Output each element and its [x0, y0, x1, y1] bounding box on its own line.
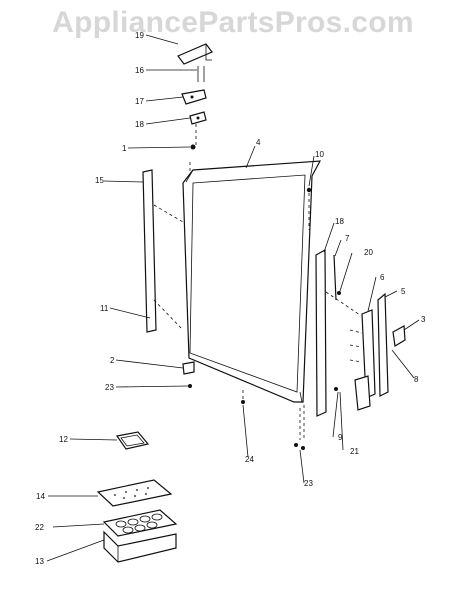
part-screw-23a: [188, 384, 192, 388]
callout-6: 6: [380, 273, 385, 282]
part-handle-cover-5: [377, 292, 389, 397]
callout-16: 16: [135, 66, 144, 75]
callout-12: 12: [59, 435, 68, 444]
part-ice-tray-22: [102, 509, 178, 537]
callout-labels: 19 16 17 18 1 4 10 15 18 7 20 6 5 3 11 8…: [35, 31, 426, 566]
part-screw-24: [241, 390, 245, 404]
callout-15: 15: [95, 176, 104, 185]
callout-1: 1: [122, 144, 127, 153]
callout-10: 10: [315, 150, 324, 159]
callout-7: 7: [345, 234, 350, 243]
part-cover-19: [177, 43, 213, 65]
part-trim-18: [315, 248, 327, 417]
part-screw-20: [325, 291, 361, 316]
part-8-callout-target: [349, 329, 363, 363]
callout-22: 22: [35, 523, 44, 532]
part-gasket-15: [142, 169, 184, 333]
leader-lines: [46, 34, 420, 562]
callout-4: 4: [256, 138, 261, 147]
callout-17: 17: [135, 97, 144, 106]
callout-23-left: 23: [105, 383, 114, 392]
part-hinge-17: [181, 89, 207, 105]
callout-18-right: 18: [335, 217, 344, 226]
callout-14: 14: [36, 492, 45, 501]
part-screw-1: [190, 144, 196, 150]
part-screw-21: [334, 387, 338, 391]
callout-3: 3: [421, 315, 426, 324]
part-hinge-9: [354, 375, 371, 411]
callout-9: 9: [338, 433, 343, 442]
callout-23-bottom: 23: [304, 479, 313, 488]
callout-5: 5: [401, 287, 406, 296]
callout-21: 21: [350, 447, 359, 456]
callout-19: 19: [135, 31, 144, 40]
callout-24: 24: [245, 455, 254, 464]
callout-20: 20: [364, 248, 373, 257]
callout-2: 2: [110, 356, 115, 365]
callout-8: 8: [414, 375, 419, 384]
part-tray-12: [115, 431, 150, 450]
part-handle-6: [361, 309, 376, 399]
callout-18-top: 18: [135, 120, 144, 129]
part-screws-16: [197, 66, 205, 82]
part-screw-10: [306, 187, 312, 230]
part-bracket-7: [333, 254, 337, 301]
part-bracket-2: [182, 361, 195, 375]
part-ice-bin-13: [103, 530, 177, 563]
callout-13: 13: [35, 557, 44, 566]
callout-11: 11: [100, 304, 109, 313]
part-end-cap-3: [392, 325, 406, 347]
part-hinge-pin-18: [189, 111, 207, 125]
part-lid-14: [96, 479, 173, 507]
part-screws-23b: [294, 405, 305, 450]
part-door-panel-4: [182, 160, 322, 403]
